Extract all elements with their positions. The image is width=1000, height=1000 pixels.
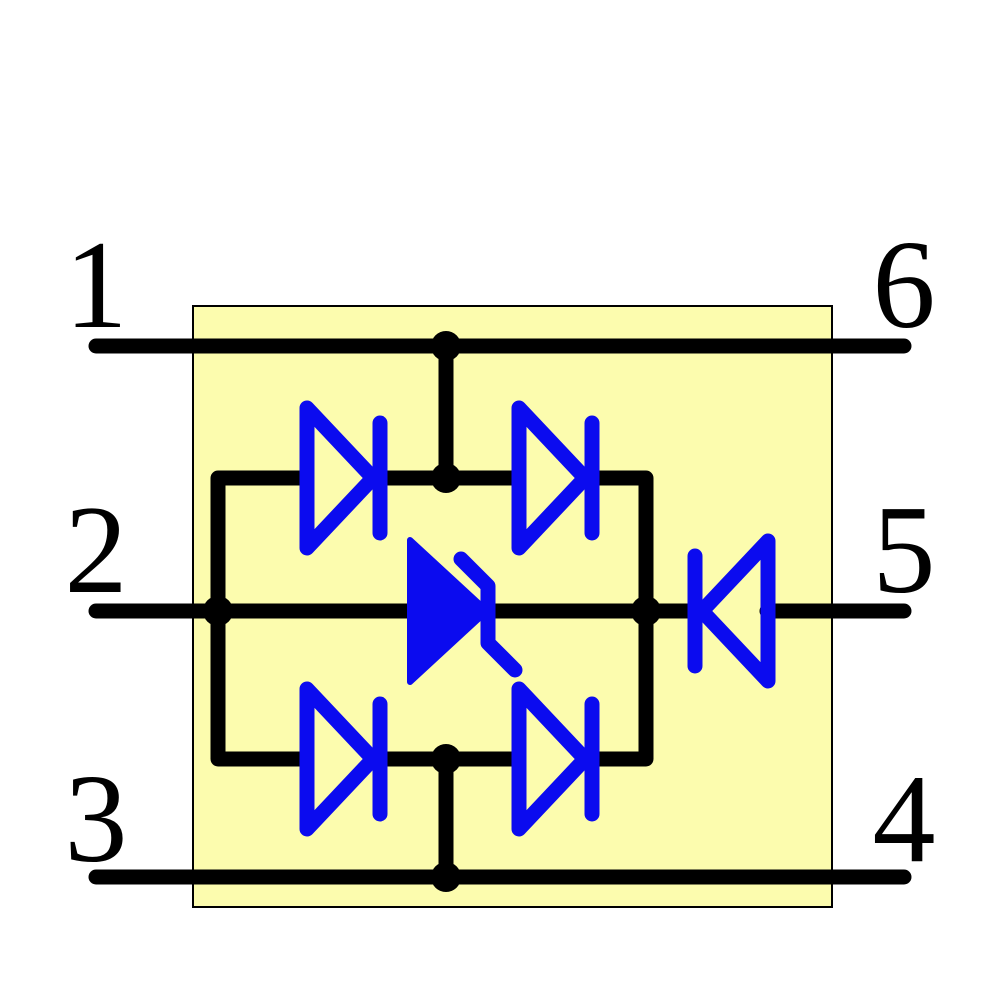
junction-dot [203,596,233,626]
junction-dot [631,596,661,626]
diode-triangle [694,533,776,689]
pin-labels: 1 2 3 6 5 4 [65,216,936,889]
pin-label-6: 6 [873,216,936,355]
diode-icon-middle-right [687,533,776,689]
zener-triangle [407,537,490,685]
tvs-zener-diode-icon-center [407,537,523,685]
diode-icon-bottom-left [299,681,388,837]
zener-cathode-bar [453,551,523,678]
junction-dot [431,331,461,361]
junction-dot [431,744,461,774]
pin-label-4: 4 [873,750,936,889]
pin-label-2: 2 [65,481,128,620]
diode-icon-top-left [299,400,388,556]
junctions [203,331,661,892]
diode-triangle [511,681,593,837]
wiring [88,338,912,885]
pin-label-3: 3 [65,750,128,889]
diode-icon-top-right [511,400,600,556]
junction-dot [431,463,461,493]
diode-triangle [299,400,381,556]
diode-triangle [511,400,593,556]
pin-label-1: 1 [65,216,128,355]
junction-dot [431,862,461,892]
diode-triangle [299,681,381,837]
diode-icon-bottom-right [511,681,600,837]
components [299,400,776,837]
pin-label-5: 5 [873,481,936,620]
